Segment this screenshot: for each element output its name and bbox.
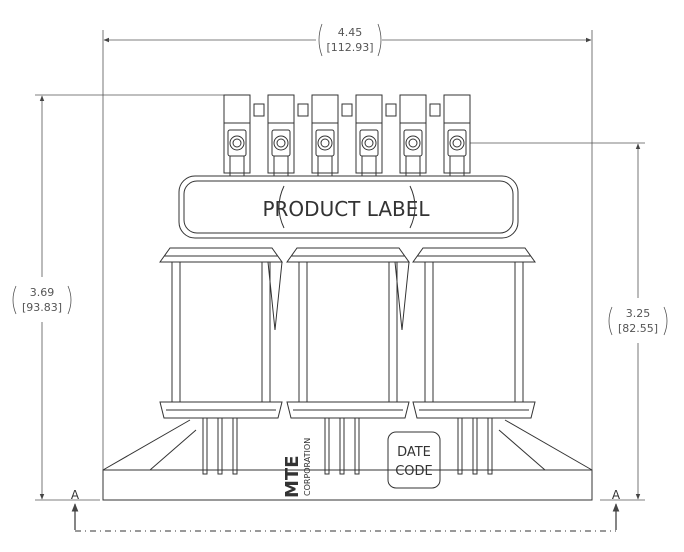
date-text: DATE: [397, 445, 431, 460]
pin-1-2: [217, 417, 223, 475]
pin-2-2: [339, 417, 345, 475]
dimension-terminal-height: 3.25 [82.55]: [470, 142, 668, 501]
section-left-label: A: [71, 488, 80, 502]
corporation-text: CORPORATION: [303, 438, 312, 496]
product-label-text: PRODUCT LABEL: [262, 197, 430, 221]
coil-1: [159, 247, 283, 419]
height-terminal-inch-text: 3.25: [626, 307, 651, 320]
dimension-total-height: 3.69 [93.83]: [12, 94, 230, 501]
pin-1-1: [202, 417, 208, 475]
terminal-2: [267, 94, 309, 176]
logo-text: MTE: [282, 456, 303, 499]
terminal-5: [399, 94, 441, 176]
pin-2-3: [354, 417, 360, 475]
terminal-6: [443, 94, 471, 176]
section-right-label: A: [612, 488, 621, 502]
base-plate: [102, 419, 593, 501]
coil-wedge-2: [394, 261, 410, 331]
pin-3-2: [472, 417, 478, 475]
dimension-width: 4.45 [112.93]: [102, 23, 593, 500]
pin-3-1: [457, 417, 463, 475]
coil-2: [286, 247, 410, 419]
height-terminal-mm-text: [82.55]: [618, 322, 658, 335]
width-inch-text: 4.45: [338, 26, 363, 39]
terminal-1: [223, 94, 265, 176]
pin-2-1: [324, 417, 330, 475]
pin-3-3: [487, 417, 493, 475]
height-total-inch-text: 3.69: [30, 286, 55, 299]
width-mm-text: [112.93]: [326, 41, 373, 54]
mte-logo: MTE CORPORATION: [282, 438, 312, 498]
terminal-group: [223, 94, 471, 176]
code-text: CODE: [395, 464, 433, 479]
terminal-4: [355, 94, 397, 176]
terminal-3: [311, 94, 353, 176]
coil-wedge-1: [267, 261, 283, 331]
section-a-a-marker: A A: [71, 488, 621, 532]
date-code-box: DATE CODE: [387, 431, 441, 489]
coil-3: [412, 247, 536, 419]
pin-group: [202, 417, 493, 475]
product-label-bar: PRODUCT LABEL: [178, 175, 519, 239]
height-total-mm-text: [93.83]: [22, 301, 62, 314]
coil-group: [159, 247, 536, 419]
pin-1-3: [232, 417, 238, 475]
